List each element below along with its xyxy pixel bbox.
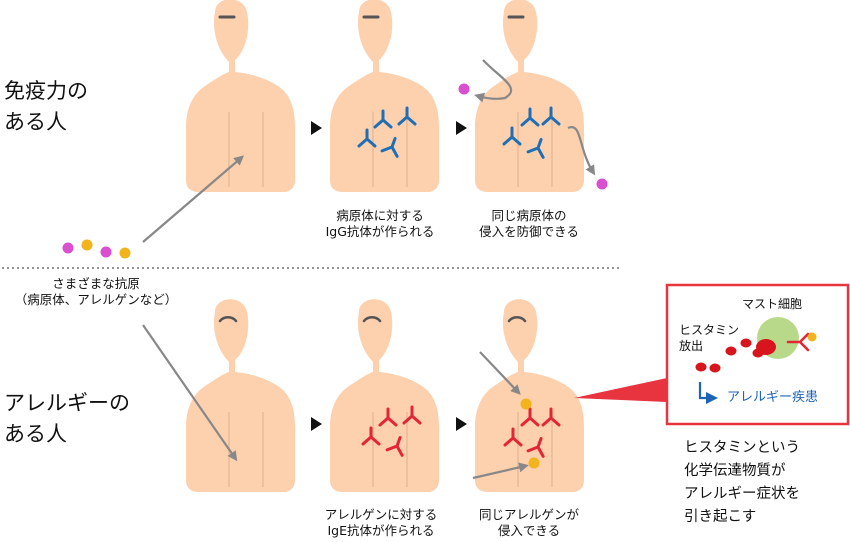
immune-person-3 <box>473 0 586 194</box>
arrow-to-immune <box>142 155 245 243</box>
allergen-arrow-1 <box>479 351 521 395</box>
allergen-dot <box>528 457 540 469</box>
histamine-release-label: ヒスタミン 放出 <box>679 323 740 353</box>
allergen-arrow-2 <box>472 462 529 480</box>
next-step-arrow-icon <box>311 417 322 431</box>
deflect-arrow-2 <box>567 126 596 176</box>
disease-arrow-icon <box>698 382 718 404</box>
immune-row-title: 免疫力の ある人 <box>4 79 88 134</box>
antigen-dots <box>62 239 131 259</box>
next-step-arrow-icon <box>456 417 467 431</box>
allergic-disease-label: アレルギー疾患 <box>727 390 819 405</box>
caption-igg: 病原体に対する IgG抗体が作られる <box>325 208 435 239</box>
callout-wedge <box>574 378 667 402</box>
allergy-row-title: アレルギーの ある人 <box>4 391 130 446</box>
mast-cell-label: マスト細胞 <box>742 297 803 311</box>
pathogen-dot <box>458 83 470 95</box>
histamine-note: ヒスタミンという 化学伝達物質が アレルギー症状を 引き起こす <box>684 440 800 525</box>
caption-invade: 同じアレルゲンが 侵入できる <box>478 507 579 538</box>
deflect-arrow-1 <box>474 59 513 103</box>
allergy-person-1 <box>184 297 297 494</box>
caption-ige: アレルゲンに対する IgE抗体が作られる <box>324 507 438 538</box>
immune-person-2 <box>328 0 441 194</box>
allergy-person-2 <box>328 297 441 494</box>
arrow-to-allergy <box>142 324 238 462</box>
antigen-label: さまざまな抗原 （病原体、アレルゲンなど） <box>14 276 178 307</box>
caption-defend: 同じ病原体の 侵入を防御できる <box>479 208 579 239</box>
pathogen-dot <box>596 178 608 190</box>
next-step-arrow-icon <box>311 121 322 135</box>
allergen-dot <box>520 398 532 410</box>
histamine-dots <box>695 338 764 373</box>
next-step-arrow-icon <box>456 121 467 135</box>
immune-person-1 <box>184 0 297 194</box>
